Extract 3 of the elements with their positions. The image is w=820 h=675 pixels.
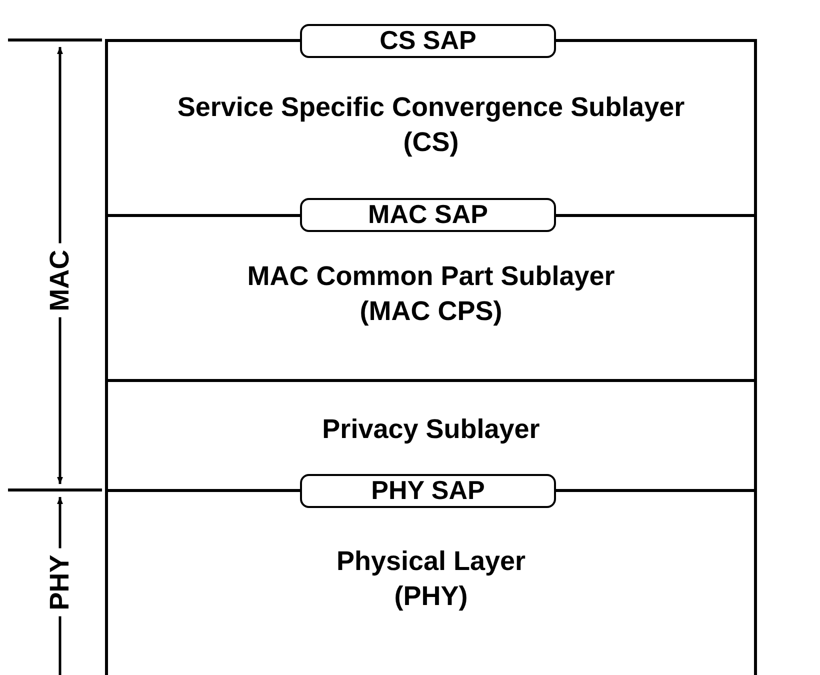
access-point-box: CS SAP	[300, 24, 556, 58]
access-point-box: MAC SAP	[300, 198, 556, 232]
access-point-box: PHY SAP	[300, 474, 556, 508]
